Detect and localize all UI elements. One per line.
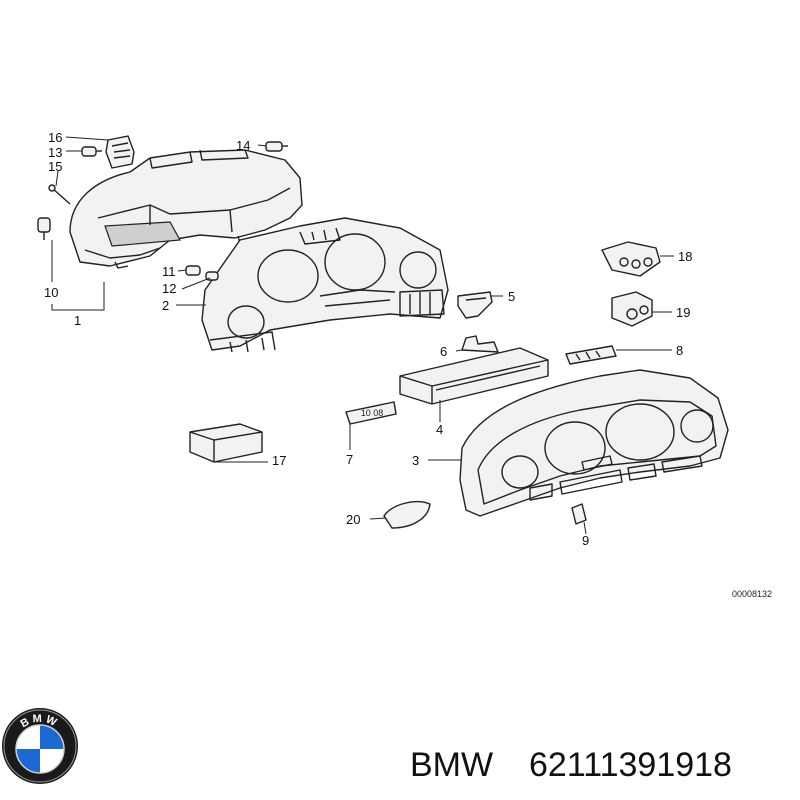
- part-8-lcd-strip: [565, 345, 617, 365]
- part-3-front-cover: [459, 369, 729, 517]
- part-14-bulb-socket: [265, 141, 288, 152]
- callout-19: 19: [676, 305, 690, 320]
- part-7-card-text: 10 08: [361, 408, 384, 418]
- part-number: 62111391918: [529, 746, 732, 784]
- callout-20: 20: [346, 512, 360, 527]
- callout-16: 16: [48, 130, 62, 145]
- callout-13: 13: [48, 145, 62, 160]
- part-9-pin: [571, 503, 587, 525]
- callout-9: 9: [582, 533, 589, 548]
- callout-5: 5: [508, 289, 515, 304]
- callout-3: 3: [412, 453, 419, 468]
- callout-17: 17: [272, 453, 286, 468]
- callout-numbers: 16 13 15 14 10 1 11 12 2 5 6 8 18 19 4 7…: [44, 130, 692, 548]
- brand-name: BMW: [410, 746, 493, 784]
- callout-14: 14: [236, 138, 250, 153]
- part-10-bulb: [37, 217, 51, 240]
- part-6-clip: [461, 335, 499, 353]
- part-20-light-guide: [383, 500, 431, 529]
- bmw-logo-icon: BMW: [2, 708, 78, 784]
- svg-text:BMW: BMW: [19, 713, 62, 731]
- callout-6: 6: [440, 344, 447, 359]
- callout-1: 1: [74, 313, 81, 328]
- part-15-screw: [48, 184, 71, 205]
- part-11-bulb: [185, 265, 201, 276]
- drawing-number: 00008132: [732, 589, 772, 599]
- callout-12: 12: [162, 281, 176, 296]
- callout-4: 4: [436, 422, 443, 437]
- part-7-label-card: 10 08: [345, 401, 397, 425]
- callout-10: 10: [44, 285, 58, 300]
- part-18-plug: [601, 241, 661, 277]
- part-17-module-box: [189, 423, 263, 463]
- part-16-connector: [105, 135, 135, 169]
- leader-lines: [51, 136, 674, 535]
- callout-2: 2: [162, 298, 169, 313]
- logo-letters: BMW: [19, 713, 59, 731]
- part-4-display-module: [399, 347, 549, 405]
- callout-18: 18: [678, 249, 692, 264]
- part-2-circuit-carrier: [201, 217, 449, 353]
- callout-8: 8: [676, 343, 683, 358]
- part-13-bulb: [81, 146, 102, 157]
- callout-11: 11: [162, 264, 176, 279]
- callout-15: 15: [48, 159, 62, 174]
- callout-7: 7: [346, 452, 353, 467]
- part-19-plug: [611, 291, 653, 327]
- part-5-plate: [457, 291, 493, 319]
